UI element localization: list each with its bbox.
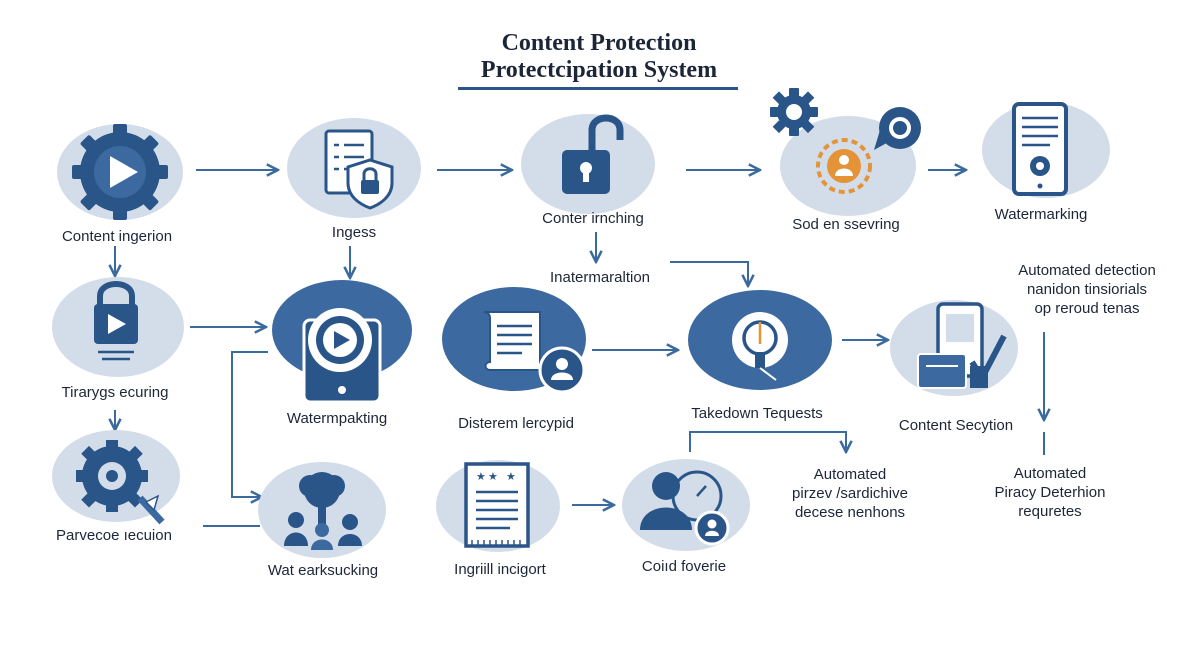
note-automated-pirzev-line3: decese nenhons xyxy=(794,504,906,521)
note-automated-pirzev: Automated pirzev /sardichive decese nenh… xyxy=(792,465,908,522)
lightbulb-icon xyxy=(688,290,832,390)
video-monitor-icon xyxy=(272,280,412,404)
note-automated-detection-line1: Automated detection xyxy=(1018,262,1156,279)
label-sod-en-ssevring: Sod en ssevring xyxy=(792,216,900,233)
note-automated-piracy: Automated Piracy Deterhion requretes xyxy=(995,464,1106,521)
person-clock-icon xyxy=(622,459,750,551)
diagram-title-line1: Content Protection xyxy=(501,30,697,56)
label-watermpakting: Watermpakting xyxy=(286,410,388,427)
note-automated-piracy-line3: requretes xyxy=(1018,503,1082,520)
note-automated-pirzev-line2: pirzev /sardichive xyxy=(792,485,908,502)
scroll-person-icon xyxy=(442,287,586,394)
gear-magnifier-icon xyxy=(52,430,180,525)
people-tree-icon xyxy=(258,462,386,558)
arrow-watermpakting-to-earksucking xyxy=(231,351,268,497)
label-watermarking: Watermarking xyxy=(994,206,1088,223)
label-takedown-requests: Takedown Tequests xyxy=(691,405,823,422)
note-automated-piracy-line1: Automated xyxy=(1013,465,1087,482)
lock-play-icon xyxy=(52,277,184,377)
svg-text:★: ★ xyxy=(488,470,498,483)
gear-person-icon xyxy=(770,88,921,216)
svg-text:★: ★ xyxy=(506,470,516,483)
label-content-secytion: Content Secytion xyxy=(898,417,1014,434)
label-inatermaraltion: Inatermaraltion xyxy=(549,269,651,286)
note-automated-detection-line2: nanidon tinsiorials xyxy=(1026,281,1148,298)
label-tiranys-ecuring: Tirarygs ecuring xyxy=(61,384,169,401)
note-automated-piracy-line2: Piracy Deterhion xyxy=(994,484,1106,501)
tablet-folder-icon xyxy=(890,300,1018,396)
svg-text:★: ★ xyxy=(476,470,486,483)
arrow-takedown-to-pirzev xyxy=(689,431,846,452)
label-content-ingerion: Content ingerion xyxy=(61,228,173,245)
certificate-icon: ★★★ xyxy=(436,460,560,552)
padlock-icon xyxy=(521,114,655,214)
note-automated-detection-line3: op reroud tenas xyxy=(1034,300,1140,317)
label-coild-foverie: Coiıd foverie xyxy=(641,558,727,575)
tablet-gear-icon xyxy=(982,102,1110,198)
label-ingrill-incigort: Ingriill incigort xyxy=(454,561,546,578)
note-automated-pirzev-line1: Automated xyxy=(813,466,887,483)
label-wat-earksucking: Wat earksucking xyxy=(267,562,379,579)
title-underline xyxy=(458,87,738,90)
arrow-inatermaraltion-to-takedown xyxy=(670,261,748,286)
label-parvecoe-recuion: Parvecoe ıecuion xyxy=(56,527,172,544)
label-disterem-lercypid: Disterem lercypid xyxy=(458,415,574,432)
label-conter-irnching: Conter irnching xyxy=(542,210,644,227)
gear-play-icon xyxy=(57,124,183,220)
label-ingess: Ingess xyxy=(331,224,377,241)
document-shield-icon xyxy=(287,118,421,218)
diagram-title-line2: Protectcipation System xyxy=(480,57,718,83)
note-automated-detection: Automated detection nanidon tinsiorials … xyxy=(1018,261,1156,318)
